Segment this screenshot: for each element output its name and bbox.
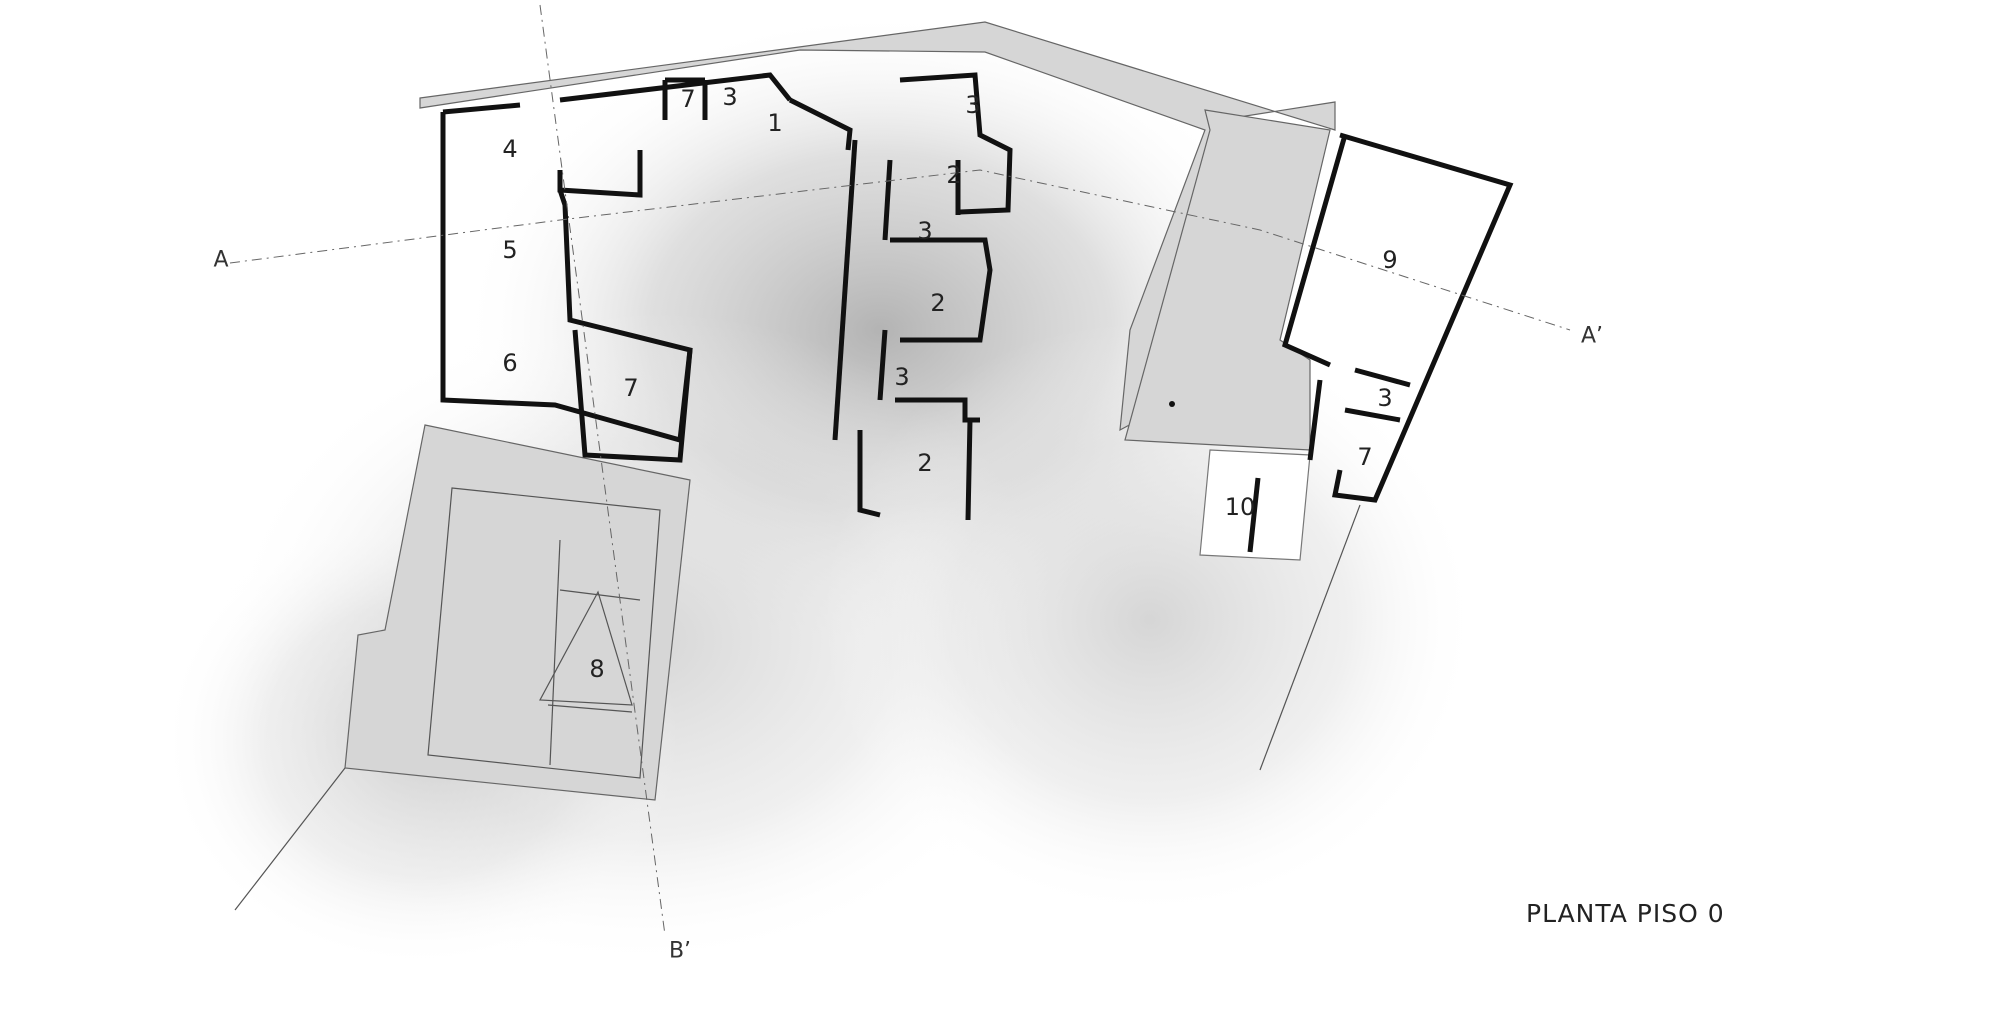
room-label: 7: [623, 374, 638, 402]
room-label: 7: [1357, 443, 1372, 471]
room-label: 3: [722, 83, 737, 111]
room-label: 7: [680, 85, 695, 113]
room-label: 3: [917, 217, 932, 245]
section-mark-b-prime: B’: [669, 939, 691, 964]
room-label: 3: [894, 363, 909, 391]
room-label: 3: [1377, 384, 1392, 412]
drawing-title: PLANTA PISO 0: [1526, 899, 1725, 928]
room-label: 8: [589, 655, 604, 683]
room-label: 5: [502, 236, 517, 264]
room-label: 1: [767, 109, 782, 137]
room-label: 10: [1225, 493, 1256, 521]
room-label: 2: [917, 449, 932, 477]
building-walls: [440, 72, 1514, 521]
room-labels: 1 2 2 2 3 3 3 3 3 4 5 6 7 7 7 8 9 10: [502, 83, 1397, 683]
room-label: 9: [1382, 246, 1397, 274]
section-lines: [229, 4, 1571, 936]
section-mark-a: A: [213, 248, 228, 273]
room-label: 4: [502, 135, 517, 163]
room-label: 3: [965, 91, 980, 119]
room-label: 2: [930, 289, 945, 317]
room-label: 2: [946, 161, 961, 189]
section-mark-a-prime: A’: [1581, 324, 1603, 349]
column-marker: [1169, 401, 1175, 407]
room-label: 6: [502, 349, 517, 377]
site-context: [234, 21, 1361, 911]
